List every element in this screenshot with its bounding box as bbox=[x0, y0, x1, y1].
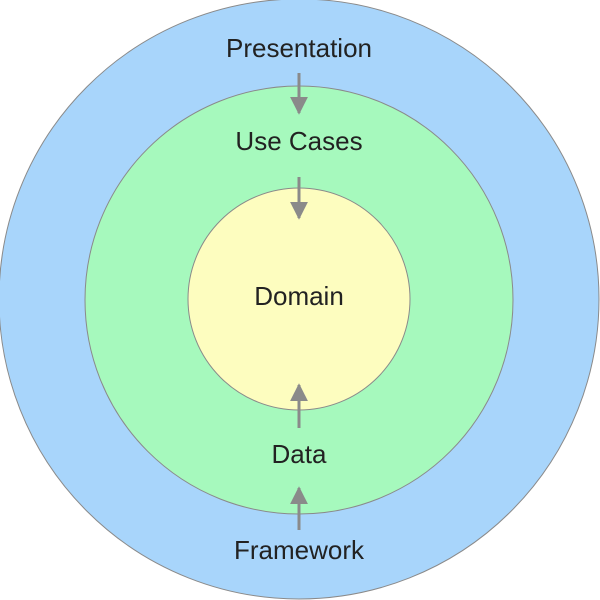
domain-label: Domain bbox=[254, 281, 344, 311]
data-label: Data bbox=[272, 439, 327, 469]
use-cases-label: Use Cases bbox=[235, 126, 362, 156]
presentation-label: Presentation bbox=[226, 33, 372, 63]
framework-label: Framework bbox=[234, 535, 365, 565]
